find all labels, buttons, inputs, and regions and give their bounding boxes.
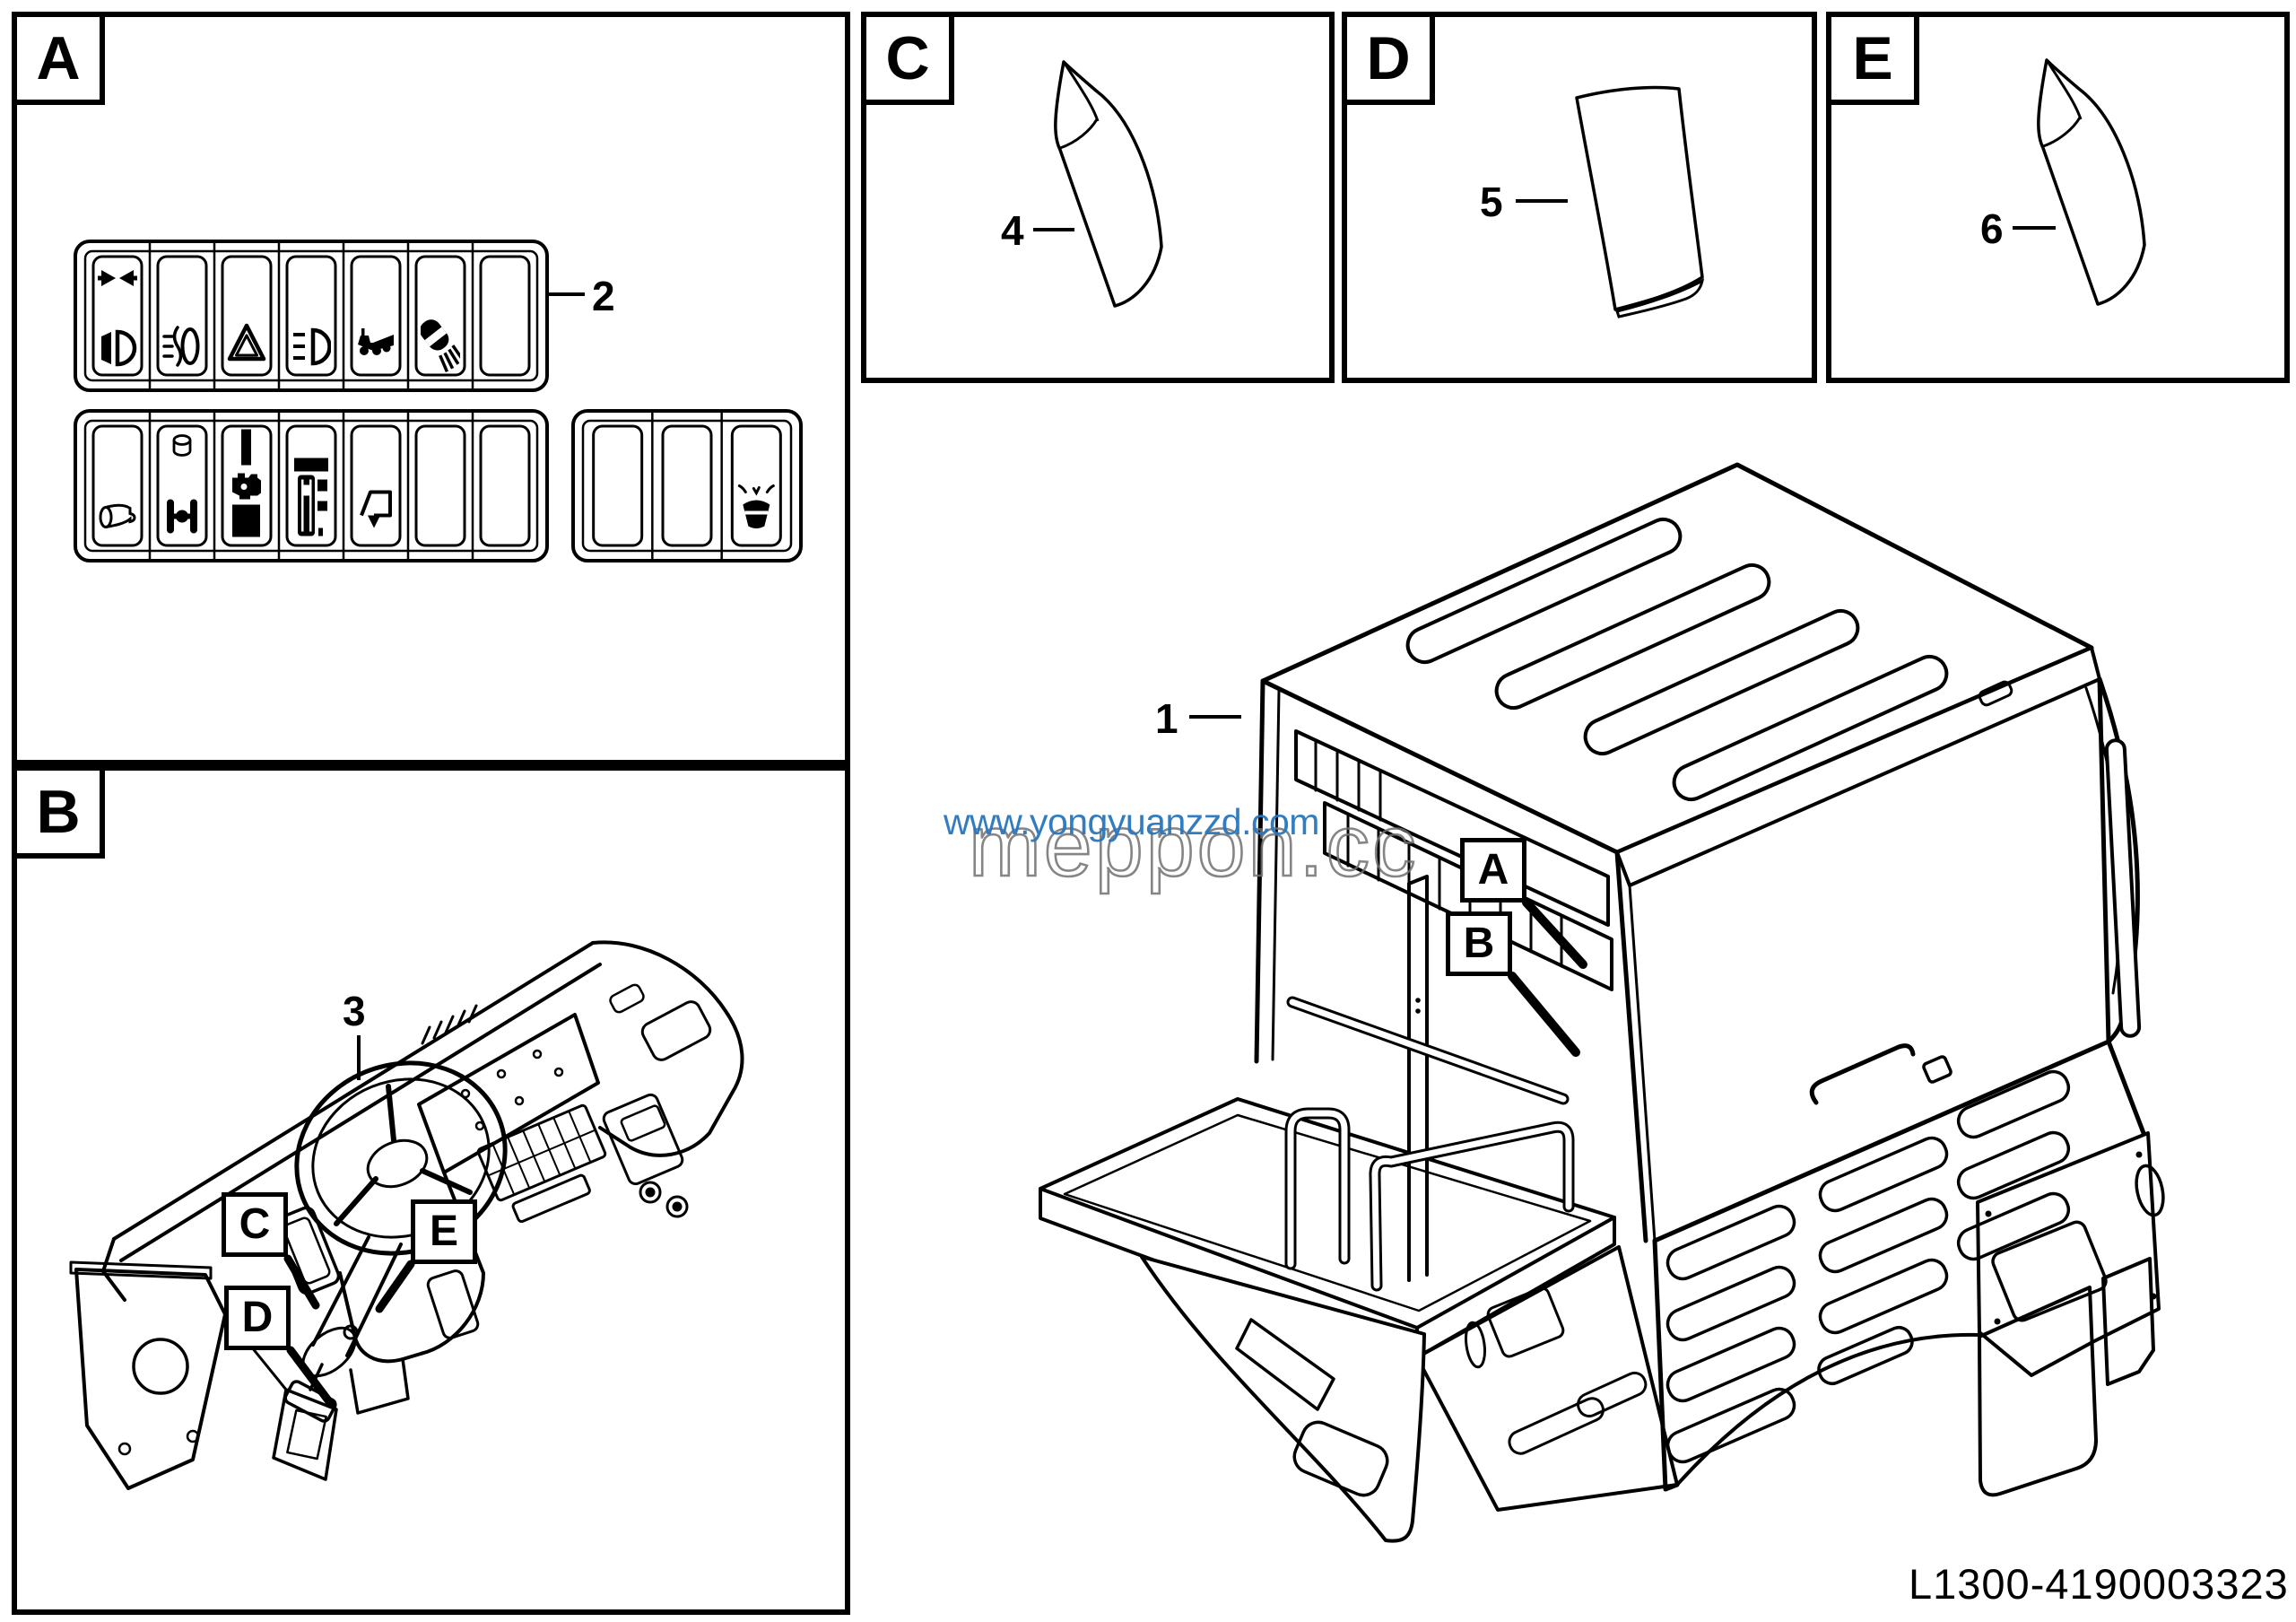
- sticker-6-illustration: [2037, 58, 2146, 306]
- watermark-brand-text: meppon.cc: [969, 797, 1419, 894]
- item-leader-1: [1189, 715, 1241, 719]
- item-leader-5: [1516, 199, 1568, 203]
- callout-e-on-dashboard: E: [411, 1199, 477, 1264]
- deck-handrails: [1284, 996, 1575, 1292]
- item-leader-4: [1033, 228, 1074, 231]
- callout-d-on-dashboard: D: [224, 1286, 291, 1350]
- switch-blank: [661, 424, 713, 547]
- switch-panel-row1: [74, 240, 549, 392]
- callout-b-on-truck: B: [1446, 911, 1512, 976]
- switch-washer-wiper: [730, 424, 782, 547]
- sticker-4-illustration: [1054, 60, 1163, 308]
- switch-blank: [479, 424, 531, 547]
- part-number: L1300-4190003323: [1909, 1560, 2289, 1608]
- item-label-1: 1: [1155, 695, 1178, 742]
- watermark-url-text: www.yongyuanzzd.com: [943, 801, 1319, 842]
- truck-callout-leaders: [1508, 898, 1587, 1057]
- switch-panel-row2: [74, 409, 549, 562]
- item-label-5: 5: [1480, 179, 1503, 225]
- section-label-b: B: [12, 765, 105, 859]
- item-label-3: 3: [343, 988, 366, 1034]
- item-leader-3: [357, 1035, 361, 1080]
- item-label-4: 4: [1001, 207, 1024, 254]
- item-label-2: 2: [592, 273, 615, 319]
- switch-panel-aux: [571, 409, 803, 562]
- section-box-b: B: [12, 765, 850, 1615]
- section-box-a: A: [12, 12, 850, 765]
- item-leader-2: [545, 292, 585, 296]
- switch-blank: [414, 424, 466, 547]
- item-leader-6: [2013, 226, 2056, 230]
- section-box-d: D: [1342, 12, 1817, 383]
- section-label-c: C: [861, 12, 954, 105]
- truck-cab-illustration: [1039, 462, 2165, 1543]
- section-box-e: E: [1826, 12, 2290, 383]
- switch-roof-hatch: [350, 424, 402, 547]
- section-label-a: A: [12, 12, 105, 105]
- section-box-c: C: [861, 12, 1335, 383]
- item-label-6: 6: [1980, 205, 2004, 252]
- switch-blank: [479, 255, 531, 377]
- section-label-e: E: [1826, 12, 1919, 105]
- switch-blank: [592, 424, 644, 547]
- section-label-d: D: [1342, 12, 1435, 105]
- switch-tipper: [350, 255, 402, 377]
- callout-a-on-truck: A: [1460, 838, 1526, 903]
- callout-c-on-dashboard: C: [222, 1192, 288, 1257]
- watermark: meppon.cc www.yongyuanzzd.com: [943, 796, 1419, 896]
- dashboard-callout-leaders: [283, 1254, 415, 1408]
- switch-work-lamp: [414, 255, 466, 377]
- sticker-5-illustration: [1575, 85, 1705, 318]
- dashboard-illustration: [69, 940, 744, 1490]
- switch-horn: [91, 424, 144, 547]
